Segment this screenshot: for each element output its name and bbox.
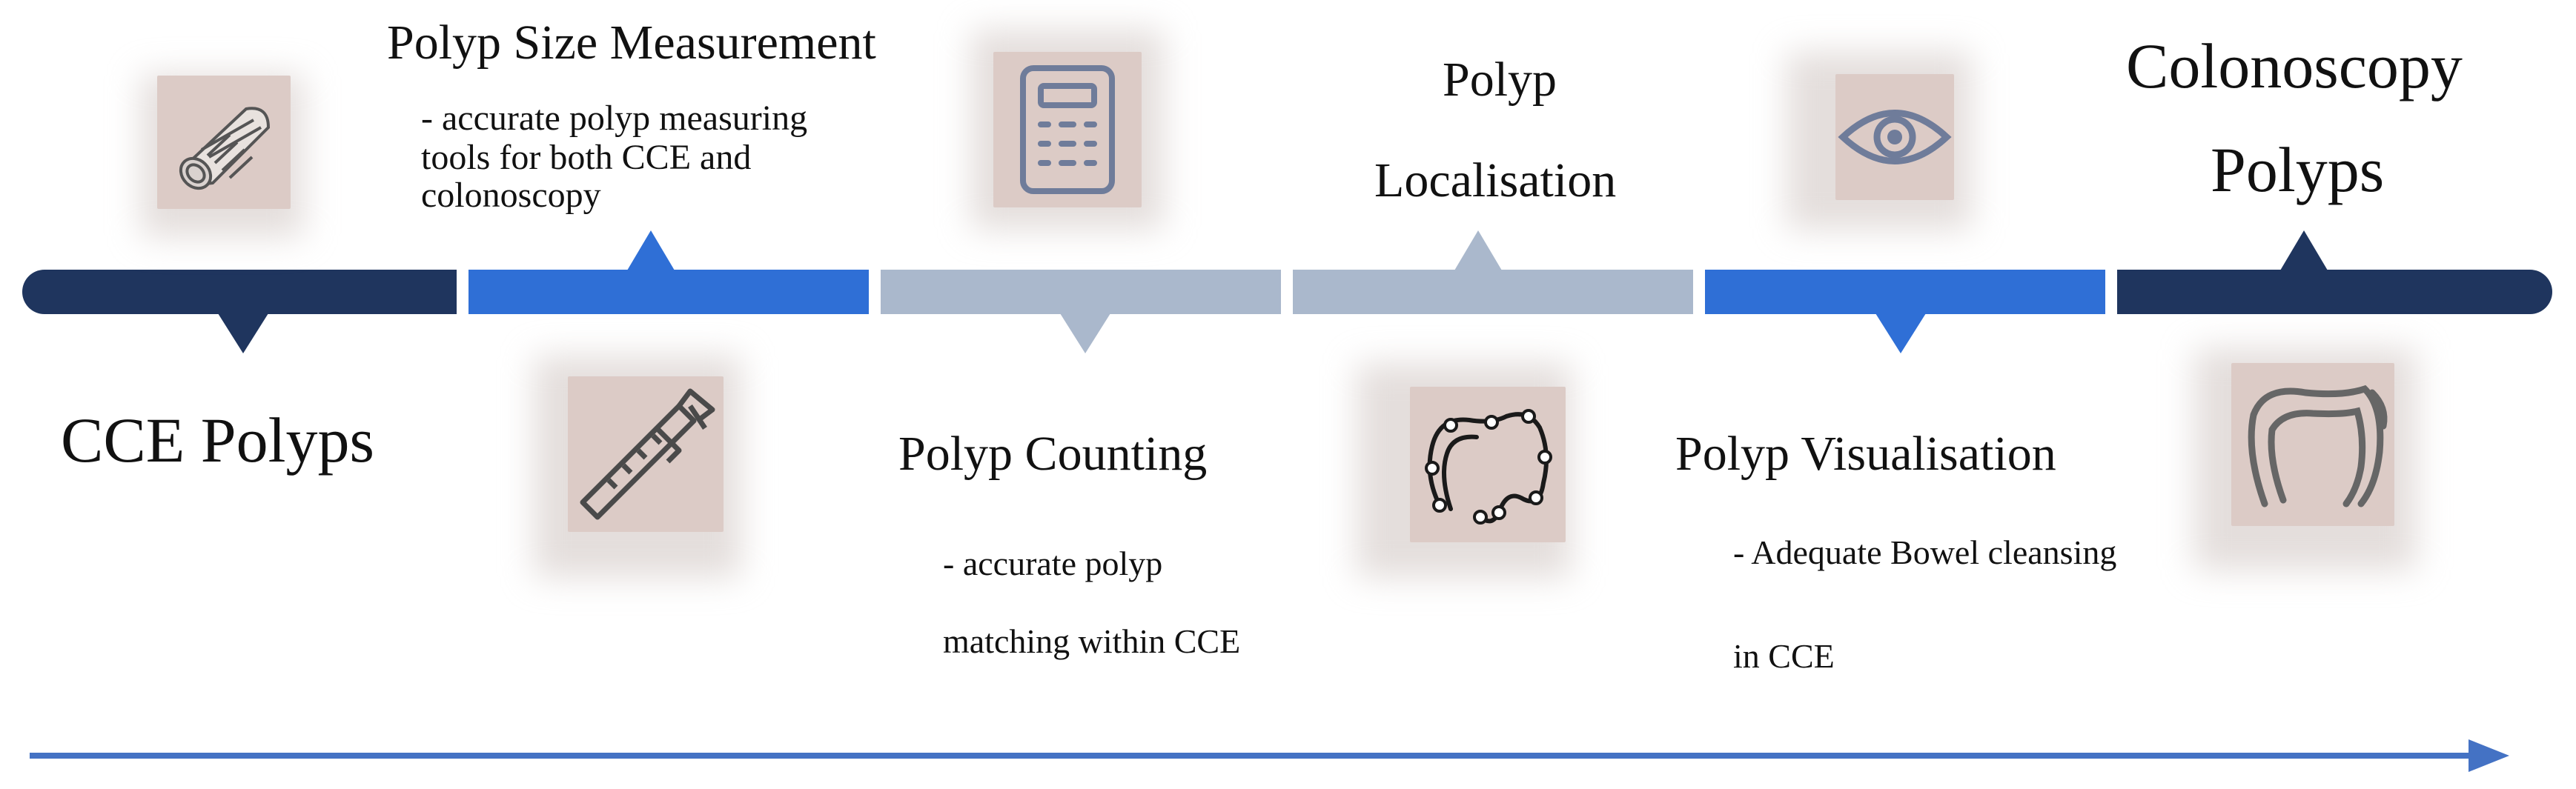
stage-4-icon-group: [1342, 348, 1586, 593]
stage-2-title: Polyp Size Measurement: [387, 16, 876, 70]
timeline-segment-2: [468, 270, 869, 314]
caliper-icon: [568, 376, 724, 532]
pointer-down-5: [1875, 313, 1926, 353]
stage-1-icon-group: [133, 59, 311, 237]
timeline-segment-5: [1705, 270, 2105, 314]
pointer-up-6: [2280, 230, 2328, 270]
stage-6-icon-group: [2179, 333, 2431, 578]
stage-6-title-line-2: Polyps: [2211, 134, 2385, 205]
stage-5-title: Polyp Visualisation: [1675, 427, 2056, 481]
stage-2-note-line-1: - accurate polyp measuring: [421, 99, 808, 138]
stage-5-note-line-1: - Adequate Bowel cleansing: [1733, 533, 2117, 571]
colon-map-icon: [1410, 387, 1566, 542]
eye-icon: [1835, 74, 1954, 200]
timeline-segment-4: [1293, 270, 1693, 314]
stage-4-title-line-2: Localisation: [1374, 153, 1617, 207]
stage-3-icon-group: [964, 22, 1171, 237]
stage-3-note-line-1: - accurate polyp: [943, 545, 1163, 582]
timeline-arrow: [30, 739, 2509, 772]
stage-1-title: CCE Polyps: [61, 405, 374, 476]
timeline-segment-3: [881, 270, 1281, 314]
stage-3-title: Polyp Counting: [898, 427, 1208, 481]
stage-2-icon-group: [519, 341, 756, 585]
stage-4-title-line-1: Polyp: [1443, 53, 1557, 107]
calculator-icon: [993, 52, 1142, 207]
pointer-down-1: [218, 313, 268, 353]
timeline-segment-1: [22, 270, 457, 314]
colon-icon: [2231, 363, 2394, 526]
timeline-segment-6: [2117, 270, 2552, 314]
stage-5-icon-group: [1779, 37, 1979, 237]
stage-2-note-line-3: colonoscopy: [421, 176, 601, 215]
stage-2-note-line-2: tools for both CCE and: [421, 138, 752, 177]
pointer-down-3: [1060, 313, 1110, 353]
timeline-arrow-head: [2469, 739, 2509, 772]
capsule-camera-icon: [157, 76, 291, 209]
stage-6-title-line-1: Colonoscopy: [2126, 30, 2463, 101]
pointer-up-2: [627, 230, 675, 270]
stage-5-note-line-2: in CCE: [1733, 637, 1835, 675]
stage-3-note-line-2: matching within CCE: [943, 622, 1241, 660]
pointer-up-4: [1454, 230, 1502, 270]
